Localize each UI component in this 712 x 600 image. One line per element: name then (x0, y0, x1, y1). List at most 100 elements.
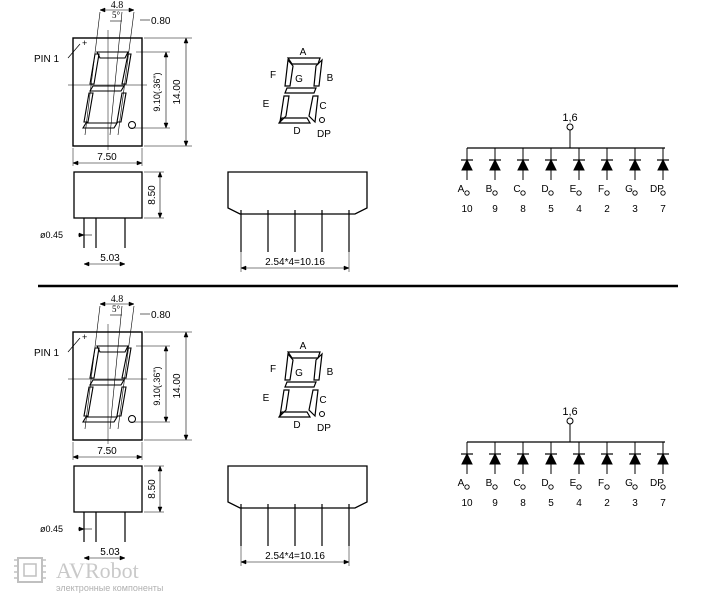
chip-outline (17, 557, 43, 583)
height-label: 14.00 (172, 373, 183, 398)
segment-label-dp: DP (317, 129, 331, 140)
common-terminal (566, 123, 574, 131)
front-segment-0 (96, 51, 129, 59)
anode-label-e: E (570, 184, 577, 195)
dimension-arrow (78, 526, 85, 532)
slant-line (109, 305, 123, 430)
legend-segment-0 (286, 351, 321, 359)
segment-label-c: C (319, 101, 326, 112)
anode-terminal (464, 190, 470, 196)
top-width-label: 4.8 (111, 294, 124, 305)
anode-label-f: F (598, 478, 604, 489)
legend-segment-6 (277, 411, 312, 418)
anode-terminal (660, 190, 666, 196)
pin-number-7: 7 (660, 204, 666, 215)
diode-e (573, 452, 585, 465)
segment-label-c: C (319, 395, 326, 406)
dimension-arrow (119, 261, 126, 267)
anode-label-a: A (458, 184, 465, 195)
diode-a (461, 452, 473, 465)
dimension-arrow (136, 454, 143, 460)
pin-offset-label: 5.03 (100, 547, 120, 558)
legend-segment-4 (308, 389, 319, 418)
pin-number-8: 8 (520, 498, 526, 509)
front-segment-2 (89, 347, 100, 379)
pin-number-9: 9 (492, 204, 498, 215)
pin1-label: PIN 1 (34, 348, 59, 359)
legend-segment-2 (284, 58, 294, 87)
anode-terminal (464, 484, 470, 490)
segment-label-f: F (270, 70, 276, 81)
diode-f (601, 158, 613, 171)
slant-offset-label: 0.80 (151, 16, 171, 27)
dimension-arrow (163, 51, 169, 58)
segment-label-dp: DP (317, 423, 331, 434)
dimension-arrow (99, 7, 106, 13)
legend-segment-6 (277, 117, 312, 124)
diode-a (461, 158, 473, 171)
anode-label-b: B (486, 184, 493, 195)
pin-offset-label: 5.03 (100, 253, 120, 264)
angle-label: 5° (112, 304, 121, 314)
front-segment-4 (116, 386, 127, 417)
anode-label-e: E (570, 478, 577, 489)
legend-segment-3 (284, 381, 317, 388)
legend-segment-2 (284, 352, 294, 381)
anode-label-d: D (541, 478, 548, 489)
diode-b (489, 158, 501, 171)
anode-terminal (604, 484, 610, 490)
segment-label-e: E (263, 393, 270, 404)
pin-number-10: 10 (461, 498, 473, 509)
legend-dp-dot (319, 411, 325, 417)
drawing-panel-2: 4.85°0.80+PIN 114.009.10(.36")7.50ABCDEF… (34, 294, 669, 566)
anode-label-c: C (513, 184, 520, 195)
dimension-arrow (157, 171, 163, 178)
anode-terminal (520, 484, 526, 490)
anode-label-c: C (513, 478, 520, 489)
dimension-arrow (72, 160, 79, 166)
diode-f (601, 452, 613, 465)
anode-terminal (548, 484, 554, 490)
slant-line (117, 11, 135, 136)
diode-g (629, 452, 641, 465)
dimension-arrow (83, 555, 90, 561)
depth-label: 8.50 (147, 185, 158, 205)
front-segment-3 (89, 379, 125, 386)
segment-label-a: A (300, 341, 307, 352)
dimension-arrow (157, 506, 163, 513)
diode-dp (657, 452, 669, 465)
display-body (72, 331, 143, 441)
pin-number-7: 7 (660, 498, 666, 509)
diode-c (517, 158, 529, 171)
dimension-arrow (343, 265, 350, 271)
watermark-brand: AVRobot (56, 558, 139, 583)
anode-label-a: A (458, 478, 465, 489)
slant-line (117, 305, 135, 430)
anode-terminal (576, 190, 582, 196)
slant-line (84, 305, 101, 430)
legend-segment-4 (308, 95, 319, 124)
pin-view-body (227, 171, 368, 215)
dimension-arrow (163, 122, 169, 129)
dimension-arrow (128, 7, 135, 13)
anode-label-g: G (625, 184, 633, 195)
diode-c (517, 452, 529, 465)
top-width-label: 4.8 (111, 0, 124, 11)
legend-segment-3 (284, 87, 317, 94)
pin-view: 2.54*4=10.16 (227, 171, 368, 272)
dimension-arrow (183, 140, 189, 147)
anode-terminal (520, 190, 526, 196)
front-view: 4.85°0.80+PIN 114.009.10(.36")7.50 (34, 0, 192, 166)
anode-terminal (604, 190, 610, 196)
segment-label-d: D (293, 126, 300, 137)
segment-label-f: F (270, 364, 276, 375)
diode-d (545, 158, 557, 171)
anode-terminal (660, 484, 666, 490)
anode-label-b: B (486, 478, 493, 489)
watermark-tagline: электронные компоненты (56, 583, 163, 593)
legend-segment-1 (313, 58, 323, 87)
front-segment-1 (121, 53, 132, 85)
